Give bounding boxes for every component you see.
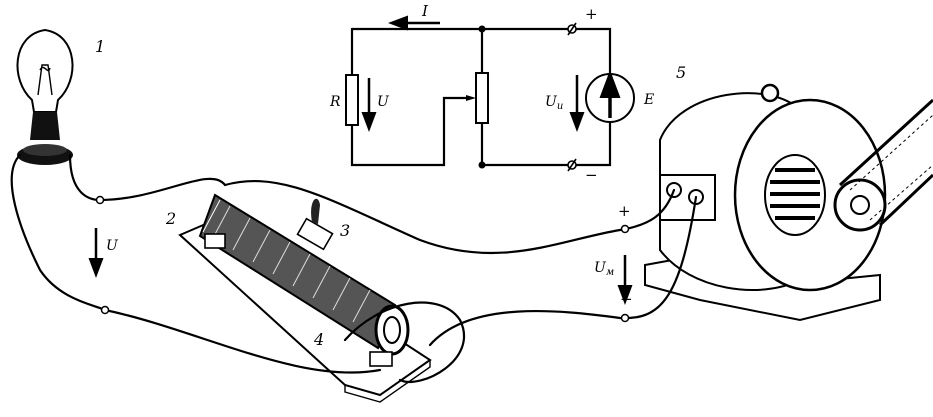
- wire-plus: [223, 180, 676, 255]
- slider-number: 3: [340, 221, 350, 240]
- generator-voltage-label: Uм: [594, 260, 614, 278]
- rheostat-slider: [296, 217, 334, 251]
- lamp-voltage-label: U: [106, 238, 119, 254]
- top-wire: [350, 27, 612, 75]
- resistor-label: R: [329, 94, 341, 110]
- rheostat-end-number: 2: [165, 209, 176, 228]
- wire-minus: [343, 195, 698, 383]
- emf-label: E: [643, 92, 654, 108]
- load-wire: [350, 27, 472, 167]
- lamp: [16, 28, 74, 165]
- lamp-bulb-icon: [16, 28, 74, 113]
- generator-number: 5: [676, 63, 686, 82]
- wiper-arrow-icon: [466, 95, 476, 101]
- wire-lamp-to-rheostat: [10, 153, 382, 374]
- node-dot: [478, 25, 486, 33]
- divider-wire: [480, 27, 612, 167]
- potentiometer: [475, 72, 489, 124]
- generator: [644, 83, 933, 322]
- wire-lamp-to-rheostat-end: [68, 153, 227, 202]
- rheostat-terminal-number: 4: [313, 330, 324, 349]
- source-voltage-label: Uи: [545, 94, 563, 112]
- load-voltage-label: U: [377, 94, 390, 110]
- generator-plus-label: +: [618, 202, 631, 220]
- plus-label: +: [585, 5, 598, 23]
- generator-minus-label: −: [620, 290, 633, 308]
- terminal-box: [659, 174, 716, 221]
- current-label: I: [421, 2, 429, 20]
- load-resistor: [345, 74, 359, 126]
- rheostat: [178, 193, 432, 403]
- node-dot: [478, 161, 486, 169]
- rheostat-coil: [198, 193, 397, 350]
- lifting-eye-icon: [760, 83, 780, 103]
- drive-belt: [838, 98, 933, 227]
- lamp-number: 1: [95, 37, 105, 56]
- slider-knob-icon: [311, 198, 320, 224]
- wiring: [10, 153, 698, 383]
- minus-label: −: [585, 166, 598, 184]
- circuit-schematic: I R U Uи E + −: [329, 2, 654, 184]
